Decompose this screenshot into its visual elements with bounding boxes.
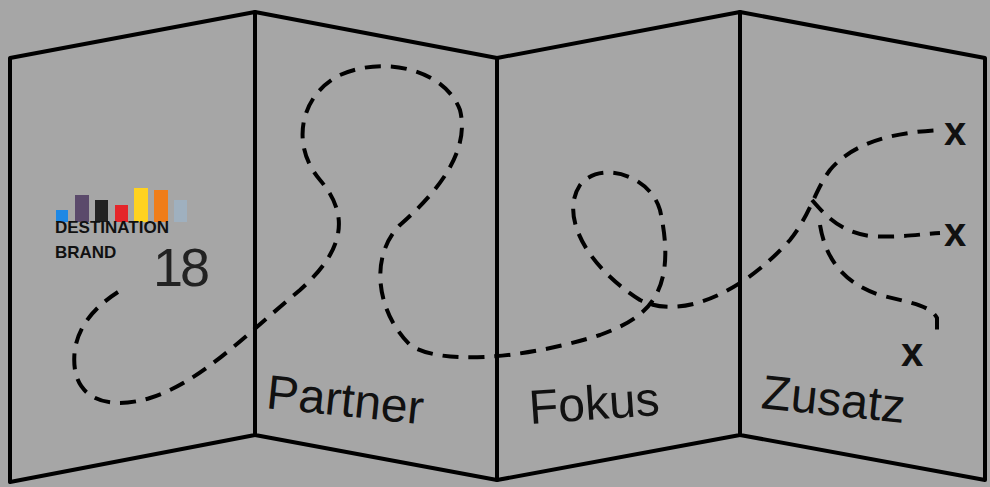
logo-text: BRAND: [55, 244, 116, 261]
logo-text: DESTINATION: [55, 219, 169, 236]
panel-title: Partner: [264, 368, 426, 432]
destination-mark: x: [944, 212, 966, 252]
map-panel: Fokus: [497, 12, 740, 482]
logo-text: 18: [153, 240, 207, 294]
map-panel: Partner: [255, 12, 497, 482]
logo-panel: DESTINATION BRAND 18: [10, 12, 255, 485]
logo-bars: [56, 188, 187, 222]
destination-mark: x: [901, 332, 923, 372]
destination-mark: x: [944, 111, 966, 151]
panel-outline: [10, 12, 255, 485]
panel-title: Fokus: [527, 375, 661, 432]
panel-title: Zusatz: [759, 368, 907, 431]
